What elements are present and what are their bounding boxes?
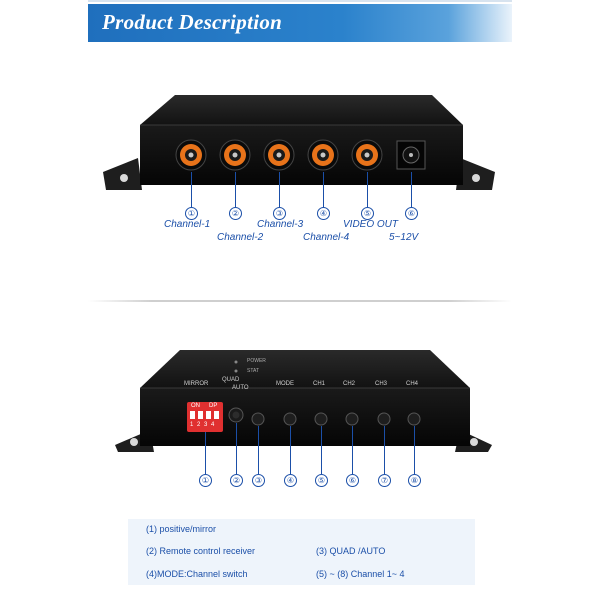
leader-line [236,423,237,474]
label-channel-3: Channel-3 [257,219,304,230]
rear-marker-4: ④ [284,474,297,487]
rear-device-image [115,350,492,452]
marker-5: ⑤ [361,207,374,220]
rear-marker-1: ① [199,474,212,487]
header-banner: Product Description [88,4,512,42]
legend-box: (1) positive/mirror (2) Remote control r… [128,519,475,585]
rear-marker-8: ⑧ [408,474,421,487]
front-device-image [103,95,495,190]
leader-line [384,426,385,474]
leader-line [290,426,291,474]
silk-auto: AUTO [232,385,249,391]
rear-marker-7: ⑦ [378,474,391,487]
dc-power-jack [396,140,426,170]
marker-2: ② [229,207,242,220]
quad-auto-button [251,412,265,426]
dip-switch: ON DP 1 2 3 4 [187,402,223,432]
ir-receiver [228,407,244,423]
leader-line [205,432,206,474]
dip-lever [206,411,211,419]
top-rule [88,0,512,2]
leader-line [235,172,236,207]
label-channel-1: Channel-1 [164,219,211,230]
legend-item-4: (4)MODE:Channel switch [146,569,248,579]
rear-marker-6: ⑥ [346,474,359,487]
leader-line [414,426,415,474]
legend-item-1: (1) positive/mirror [146,524,217,534]
legend-item-3: (3) QUAD /AUTO [316,546,386,556]
dip-on-label: ON [191,403,200,409]
silk-ch2: CH2 [343,381,356,387]
mode-button [283,412,297,426]
silk-power: POWER [247,358,266,364]
leader-line [411,172,412,207]
silk-mirror: MIRROR [184,381,209,387]
rear-marker-3: ③ [252,474,265,487]
rca-jack-video-out [351,139,383,171]
ch4-button [407,412,421,426]
silk-quad: QUAD [222,377,240,383]
rca-jack-ch1 [175,139,207,171]
dip-lever [198,411,203,419]
legend-item-2: (2) Remote control receiver [146,546,256,556]
dip-lever [190,411,195,419]
ch3-button [377,412,391,426]
silk-ch3: CH3 [375,381,388,387]
leader-line [367,172,368,207]
rca-jack-ch4 [307,139,339,171]
rca-jack-ch2 [219,139,251,171]
label-channel-4: Channel-4 [303,232,350,243]
dip-dp-label: DP [209,403,218,409]
silk-ch4: CH4 [406,381,419,387]
rear-marker-5: ⑤ [315,474,328,487]
leader-line [191,172,192,207]
rca-jack-ch3 [263,139,295,171]
marker-3: ③ [273,207,286,220]
page-title: Product Description [102,10,283,34]
section-divider [88,300,512,302]
leader-line [323,172,324,207]
silk-mode: MODE [276,381,294,387]
label-power-input: 5~12V [389,232,419,243]
marker-1: ① [185,207,198,220]
marker-6: ⑥ [405,207,418,220]
rear-marker-2: ② [230,474,243,487]
dip-numbers: 1 2 3 4 [190,422,216,428]
silk-ch1: CH1 [313,381,326,387]
ch2-button [345,412,359,426]
label-video-out: VIDEO OUT [343,219,399,230]
marker-4: ④ [317,207,330,220]
leader-line [279,172,280,207]
dip-lever [214,411,219,419]
silk-stat: STAT [247,368,260,374]
ch1-button [314,412,328,426]
leader-line [258,426,259,474]
leader-line [352,426,353,474]
leader-line [321,426,322,474]
label-channel-2: Channel-2 [217,232,264,243]
legend-item-5: (5) ~ (8) Channel 1~ 4 [316,569,405,579]
